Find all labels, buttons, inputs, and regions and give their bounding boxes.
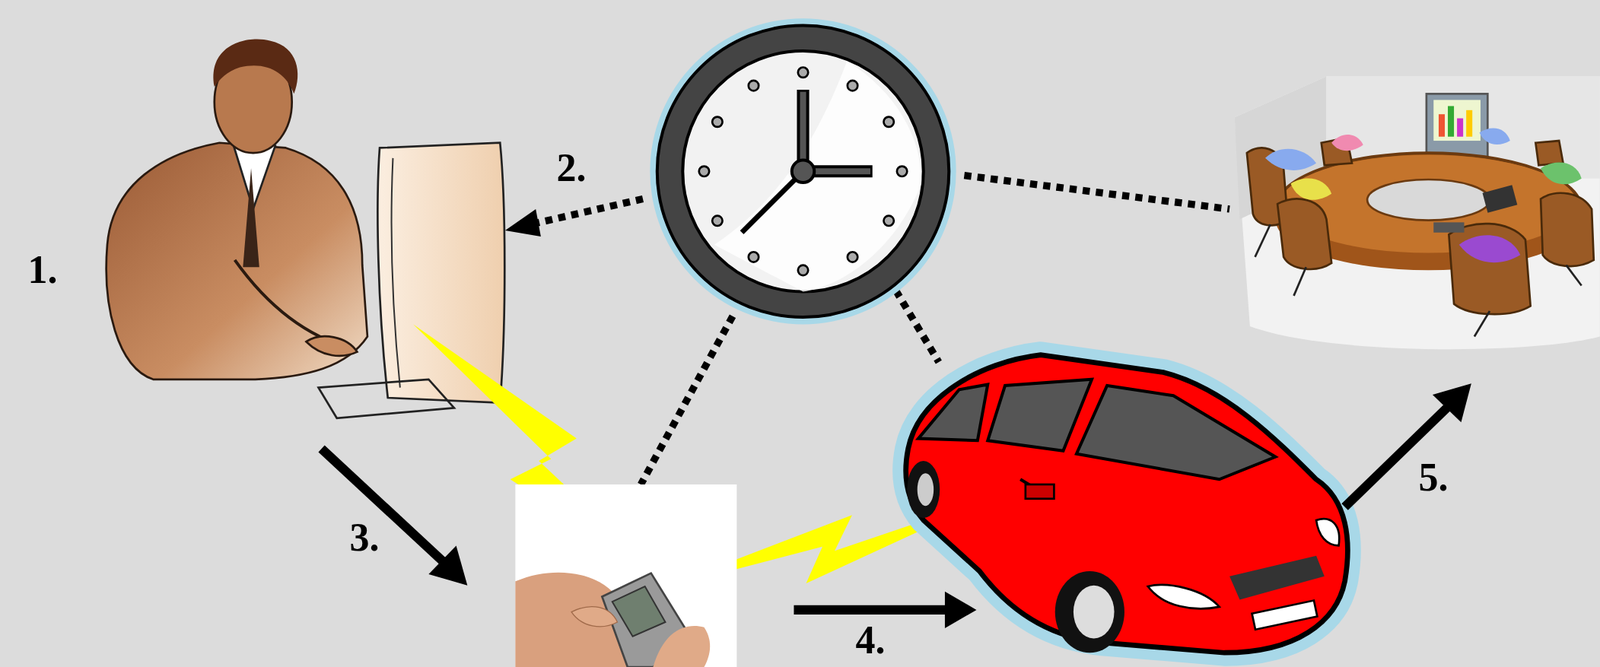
step-arrow-part xyxy=(428,545,468,586)
phone-in-hand-part xyxy=(571,607,618,627)
car-part xyxy=(1148,585,1220,609)
step-arrow-part xyxy=(1345,406,1450,508)
step-arrow-part xyxy=(944,591,977,629)
callout-number: 3. xyxy=(349,518,380,558)
meeting-room-part-part xyxy=(1255,224,1271,258)
clock-part-part xyxy=(798,67,808,78)
car-part xyxy=(1229,556,1325,601)
meeting-room-part xyxy=(1426,93,1488,160)
meeting-room-part xyxy=(1331,134,1364,151)
meeting-room-part xyxy=(1367,179,1490,221)
arrowhead xyxy=(505,209,541,237)
car-part xyxy=(917,473,934,506)
clock xyxy=(649,18,956,325)
clock-part-part xyxy=(847,80,858,91)
meeting-room-part-part xyxy=(1540,193,1594,267)
dotted-link-part xyxy=(896,290,939,363)
dotted-link-part xyxy=(963,175,1230,210)
step-arrow-part xyxy=(321,448,450,568)
clock-part xyxy=(649,18,956,325)
clock-part-part xyxy=(712,216,723,226)
meeting-room-part xyxy=(1447,105,1454,137)
car-part xyxy=(1025,484,1055,500)
meeting-room-part xyxy=(1482,184,1518,213)
clock-part-part xyxy=(699,166,710,177)
meeting-room-part xyxy=(1265,149,1317,171)
step-arrow xyxy=(321,383,1472,629)
clock-part xyxy=(714,60,922,292)
meeting-room-part-part xyxy=(1474,311,1490,338)
car-part xyxy=(1076,385,1276,480)
car-part xyxy=(918,384,988,442)
callout-number: 2. xyxy=(556,148,587,188)
clock-part-part xyxy=(897,166,907,177)
meeting-room-part xyxy=(1433,99,1481,141)
meeting-room-part xyxy=(1433,222,1464,233)
callout-number: 4. xyxy=(855,620,886,661)
phone-in-hand-part xyxy=(652,626,710,667)
man-at-computer-part xyxy=(213,39,299,95)
man-at-computer xyxy=(106,39,506,419)
man-at-computer-part xyxy=(377,143,505,404)
clock-part-part xyxy=(883,216,894,226)
man-at-computer-part xyxy=(318,379,455,419)
meeting-room-part xyxy=(1540,162,1582,185)
clock-part xyxy=(657,25,950,319)
man-at-computer-part xyxy=(305,336,357,357)
man-at-computer-part xyxy=(106,143,368,380)
phone-in-hand-part xyxy=(515,484,737,667)
car-part xyxy=(906,355,1349,654)
step-arrow-part xyxy=(793,605,952,615)
dotted-link-part xyxy=(640,316,733,485)
man-at-computer-part xyxy=(391,158,401,389)
clock-part-part xyxy=(748,80,759,91)
car-part xyxy=(987,379,1092,452)
meeting-room-part-part xyxy=(1277,198,1332,269)
car-part xyxy=(1055,571,1125,653)
car-part xyxy=(906,461,940,519)
car-part xyxy=(1252,600,1318,630)
meeting-room xyxy=(1234,76,1600,350)
meeting-room-part xyxy=(1255,224,1582,338)
clock-part-part xyxy=(883,117,894,128)
meeting-room-part xyxy=(1291,178,1333,200)
clock-part xyxy=(741,171,803,233)
meeting-room-part-part xyxy=(1294,267,1307,296)
man-at-computer-part xyxy=(242,168,259,268)
phone-in-hand-part xyxy=(612,586,666,637)
clock-part-part xyxy=(748,251,759,262)
car-part xyxy=(1316,518,1340,546)
car-part xyxy=(906,355,1349,654)
meeting-room-part xyxy=(1234,76,1600,350)
car-part xyxy=(1073,585,1115,640)
phone-in-hand-part xyxy=(515,572,633,667)
meeting-room-part xyxy=(1456,118,1464,137)
step-arrow-part xyxy=(1432,383,1472,423)
clock-part-part xyxy=(847,251,858,262)
clock-part xyxy=(699,67,908,277)
meeting-room-part xyxy=(1459,235,1521,263)
meeting-room-part xyxy=(1466,110,1473,137)
clock-part xyxy=(792,160,815,184)
meeting-room-part-part xyxy=(1448,223,1531,315)
callout-number: 5. xyxy=(1418,458,1449,498)
clock-part-part xyxy=(712,117,723,128)
meeting-room-part-part xyxy=(1535,140,1563,166)
phone-in-hand xyxy=(515,484,737,667)
callout-number: 1. xyxy=(28,250,58,290)
clock-part-part xyxy=(798,265,808,276)
meeting-room-part xyxy=(1438,114,1445,137)
car xyxy=(906,355,1349,654)
meeting-room-part xyxy=(1479,127,1511,145)
meeting-room-part xyxy=(1246,137,1594,315)
dotted-link-part xyxy=(530,198,643,225)
meeting-room-part-part xyxy=(1566,265,1582,287)
clock-part xyxy=(682,50,923,292)
man-at-computer-part xyxy=(235,260,353,350)
